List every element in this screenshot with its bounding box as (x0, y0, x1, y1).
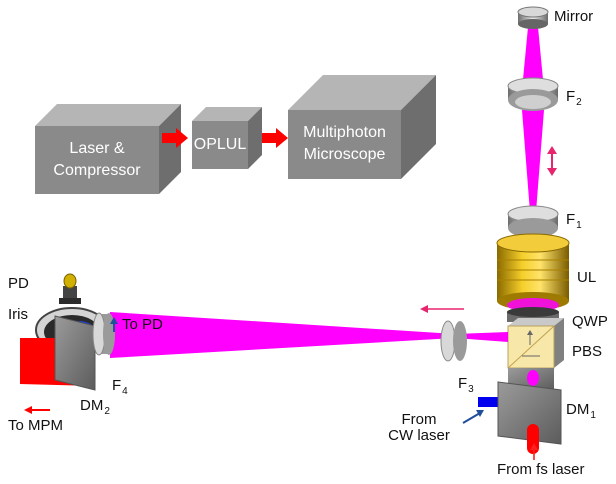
f4-subscript: 4 (122, 386, 128, 397)
lens-f4 (92, 312, 115, 356)
dm1-label: DM1 (566, 401, 596, 422)
beam-f2-to-f1 (522, 110, 544, 212)
f2-label: F2 (566, 88, 582, 109)
cw-input-arrow (462, 410, 484, 424)
dm2-subscript: 2 (104, 406, 110, 417)
beam-below-pbs (527, 370, 539, 386)
f4-text: F (112, 377, 122, 394)
lens-f2 (507, 77, 559, 111)
polarizing-beam-splitter (507, 318, 564, 369)
ul-label: UL (577, 269, 597, 286)
beam-direction-arrow (420, 305, 464, 313)
from-cw-line1: From (401, 411, 437, 428)
oplul-text: OPLUL (193, 136, 247, 153)
qwp-label: QWP (572, 313, 608, 330)
f4-label: F4 (112, 377, 128, 398)
f1-subscript: 1 (576, 220, 582, 231)
fs-input-arrow (530, 443, 538, 460)
dm1-text: DM (566, 401, 590, 418)
pd-label: PD (8, 275, 29, 292)
multiphoton-microscope-box (288, 75, 436, 179)
to-mpm-label: To MPM (8, 417, 64, 434)
flow-arrow-2 (262, 128, 288, 148)
translation-double-arrow (547, 146, 557, 176)
beam-pbs-to-f4 (110, 312, 508, 358)
f3-subscript: 3 (468, 384, 474, 395)
lens-f1 (507, 205, 559, 238)
oplul-label: OPLUL (192, 134, 248, 156)
oplul-box (192, 107, 262, 169)
flow-arrow-1 (162, 128, 188, 148)
laser-compressor-label: Laser & Compressor (35, 138, 159, 182)
pbs-label: PBS (572, 343, 603, 360)
dm2-label: DM2 (80, 397, 110, 418)
f2-subscript: 2 (576, 97, 582, 108)
beam-mirror-to-f2 (522, 27, 544, 90)
mirror-label: Mirror (554, 8, 594, 25)
microscope-line1: Multiphoton (303, 124, 386, 141)
from-fs-laser-label: From fs laser (497, 461, 585, 478)
from-cw-laser-label: From CW laser (378, 412, 460, 444)
dichroic-mirror-dm2 (54, 315, 96, 391)
to-pd-arrow (110, 317, 118, 332)
microscope-line2: Microscope (303, 146, 386, 163)
microscope-label: Multiphoton Microscope (288, 122, 401, 166)
laser-compressor-line2: Compressor (53, 162, 141, 179)
to-pd-label: To PD (122, 316, 163, 333)
lens-f3 (440, 320, 467, 362)
f1-label: F1 (566, 211, 582, 232)
laser-compressor-line1: Laser & (69, 140, 125, 157)
dm2-text: DM (80, 397, 104, 414)
dichroic-mirror-dm1 (497, 381, 562, 445)
quarter-wave-plate (507, 307, 559, 322)
from-cw-line2: CW laser (388, 427, 450, 444)
f1-text: F (566, 211, 576, 228)
mirror (517, 6, 549, 29)
dm1-subscript: 1 (590, 410, 596, 421)
laser-compressor-box (35, 104, 181, 194)
f3-label: F3 (458, 375, 474, 396)
f3-text: F (458, 375, 468, 392)
to-mpm-arrow (24, 406, 50, 414)
objective-ul (496, 233, 570, 312)
f2-text: F (566, 88, 576, 105)
iris-label: Iris (8, 306, 28, 323)
